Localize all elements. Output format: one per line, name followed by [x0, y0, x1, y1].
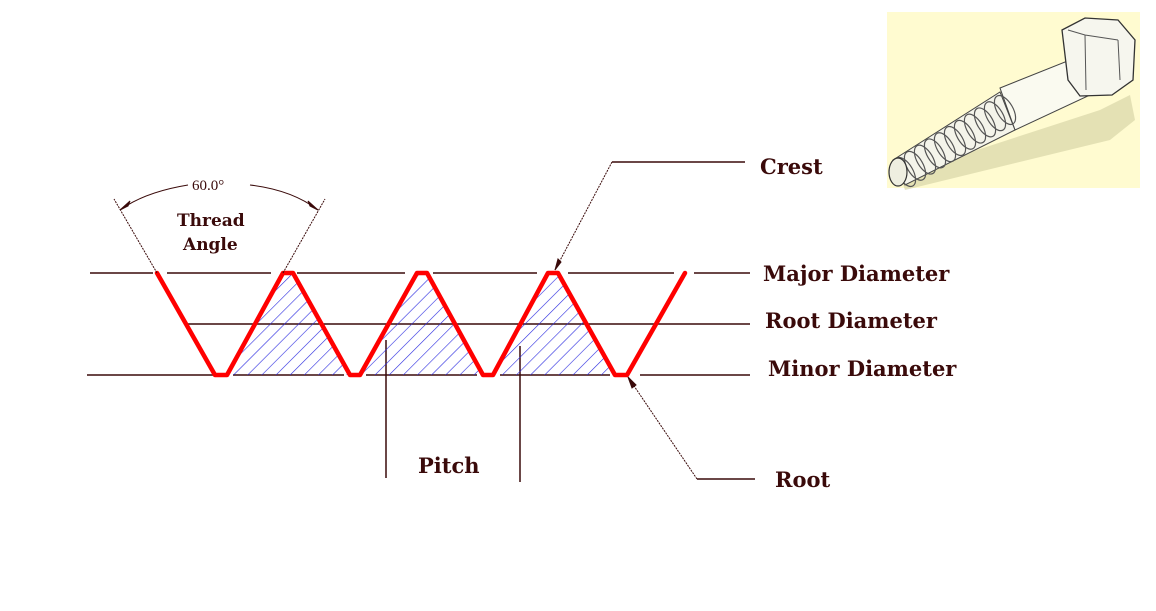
bolt-thread-ring — [993, 94, 1017, 126]
bolt-thread — [888, 91, 1017, 188]
bolt-thread-ring — [973, 107, 997, 138]
bolt-thread-ring — [953, 119, 977, 150]
bolt-head — [1061, 17, 1136, 97]
thread-profile — [154, 270, 688, 378]
pitch-label: Pitch — [418, 453, 480, 478]
angle-arc-right — [249, 184, 319, 211]
crest-label: Crest — [760, 154, 823, 179]
angle-arc-left — [119, 184, 189, 211]
crest-leader — [554, 161, 613, 271]
bolt-thread-ring — [943, 125, 967, 157]
root-diameter-label: Root Diameter — [765, 308, 938, 333]
thread-angle-label-line2: Angle — [182, 235, 238, 255]
angle-extension-right — [282, 198, 326, 274]
angle-extension-left — [113, 198, 158, 274]
bolt-thread-ring — [933, 132, 957, 163]
minor-diameter-label: Minor Diameter — [768, 356, 957, 381]
thread-angle-dimension — [113, 184, 326, 274]
major-diameter-label: Major Diameter — [763, 261, 950, 286]
angle-value-text: 60.0° — [192, 178, 224, 194]
bolt-thread-ring — [903, 150, 927, 181]
root-label: Root — [775, 467, 830, 492]
arrowhead-left — [119, 200, 131, 211]
bolt-thread-ring — [963, 113, 987, 144]
bolt-thread-ring — [913, 144, 937, 175]
thread-hatch — [227, 273, 615, 375]
arrowhead-right — [307, 200, 319, 211]
thread-angle-label-line1: Thread — [177, 211, 245, 231]
bolt-illustration — [887, 12, 1140, 190]
bolt-thread-ring — [923, 138, 947, 169]
bolt-thread-ring — [983, 101, 1007, 132]
root-leader — [627, 376, 698, 480]
